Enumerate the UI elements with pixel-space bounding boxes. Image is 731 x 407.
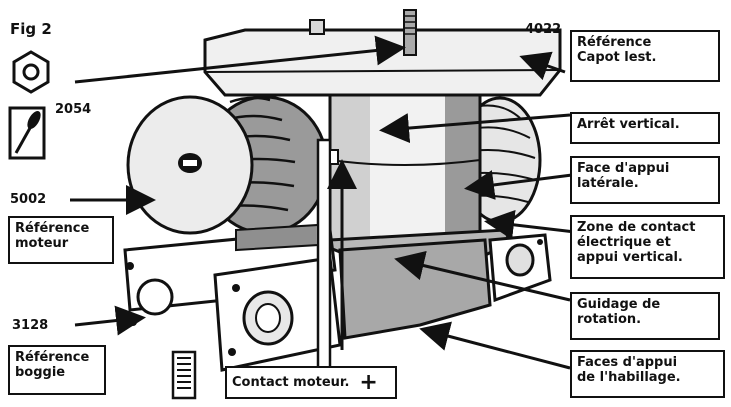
callout-contact-moteur: Contact moteur. + bbox=[225, 366, 397, 399]
plus-icon: + bbox=[359, 369, 378, 395]
central-cylinder bbox=[328, 93, 482, 242]
callout-reference-capot: Référence Capot lest. bbox=[570, 30, 720, 82]
callout-line: Guidage de bbox=[577, 297, 661, 312]
callout-arret-vertical: Arrêt vertical. bbox=[570, 112, 720, 144]
callout-line: Référence bbox=[15, 221, 90, 236]
screwdriver-icon bbox=[8, 106, 46, 160]
callout-line: Référence bbox=[15, 350, 90, 365]
callout-line: Zone de contact bbox=[577, 220, 696, 235]
capot-lest bbox=[203, 9, 562, 97]
callout-line: Arrêt vertical. bbox=[577, 117, 680, 132]
callout-line: moteur bbox=[15, 236, 69, 251]
hex-nut-icon bbox=[12, 50, 50, 94]
callout-zone-contact: Zone de contact électrique et appui vert… bbox=[570, 215, 725, 279]
callout-line: rotation. bbox=[577, 312, 642, 327]
callout-line: boggie bbox=[15, 365, 66, 380]
boggie-frame bbox=[123, 228, 552, 372]
callout-line: Capot lest. bbox=[577, 50, 657, 65]
callout-face-appui-laterale: Face d'appui latérale. bbox=[570, 156, 720, 204]
motor-contact-rod bbox=[235, 138, 339, 372]
resistor-icon bbox=[171, 350, 197, 400]
callout-line: de l'habillage. bbox=[577, 370, 681, 385]
part-number-nut: 2054 bbox=[55, 102, 92, 117]
callout-reference-moteur: Référence moteur bbox=[8, 216, 114, 264]
leader-lines bbox=[70, 35, 576, 370]
callout-line: Faces d'appui bbox=[577, 355, 678, 370]
callout-line: électrique et bbox=[577, 235, 671, 250]
part-number-pulley: 5002 bbox=[10, 192, 47, 207]
callout-faces-habillage: Faces d'appui de l'habillage. bbox=[570, 350, 725, 398]
figure-title: Fig 2 bbox=[10, 20, 52, 38]
callout-line: appui vertical. bbox=[577, 250, 683, 265]
part-number-capot: 4022 bbox=[525, 22, 562, 37]
callout-line: Face d'appui bbox=[577, 161, 670, 176]
callout-reference-boggie: Référence boggie bbox=[8, 345, 106, 395]
callout-line: Référence bbox=[577, 35, 652, 50]
front-pulley bbox=[126, 95, 329, 235]
part-number-frame: 3128 bbox=[12, 318, 49, 333]
callout-line: Contact moteur. bbox=[232, 375, 350, 390]
callout-line: latérale. bbox=[577, 176, 639, 191]
callout-guidage: Guidage de rotation. bbox=[570, 292, 720, 340]
